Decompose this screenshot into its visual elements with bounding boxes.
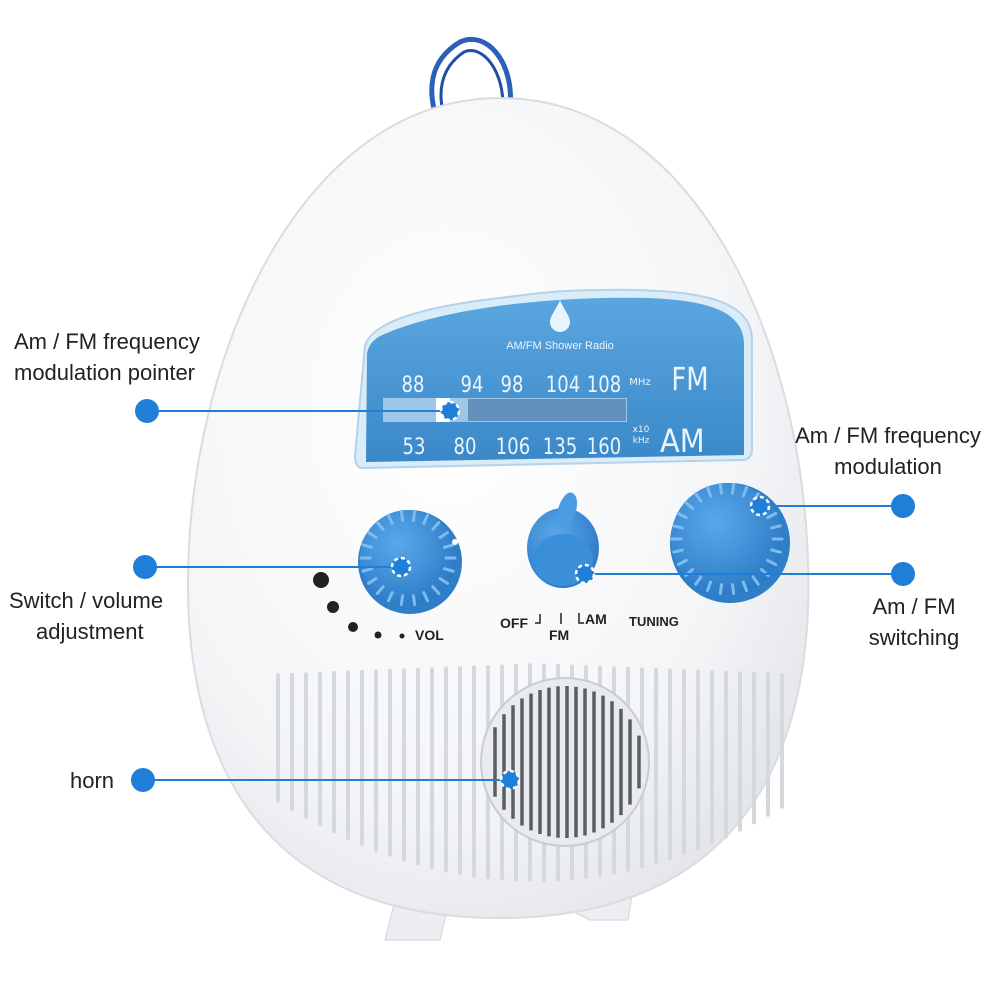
knob-ridge (731, 482, 736, 495)
tuning-display: AM/FM Shower Radio 88 94 98 104 108 MHz FM 5… (353, 288, 753, 470)
knob-ridge (676, 511, 688, 520)
switch-labels: OFF FM AM TUNING (500, 611, 679, 643)
callout-volume-line2: adjustment (36, 619, 144, 644)
leader-lines (143, 410, 903, 781)
knob-ridge (705, 486, 713, 498)
knob-ridge (766, 511, 778, 520)
knob-ridge (361, 543, 374, 549)
callout-tuning-line2: modulation (834, 454, 942, 479)
knob-ridge (411, 594, 417, 607)
callout-volume-line1: Switch / volume (9, 588, 164, 613)
switch-target-marker (574, 563, 596, 585)
switch-off-label: OFF (500, 615, 528, 631)
knob-ridge (438, 577, 450, 585)
switch-am-label: AM (585, 611, 607, 627)
am-unit-bottom: kHz (633, 436, 650, 446)
callout-tuning-line1: Am / FM frequency (795, 423, 981, 448)
knob-ridge (676, 558, 688, 567)
knob-ridge (718, 583, 723, 596)
knob-ridge (718, 482, 723, 495)
knob-ridge (705, 580, 713, 592)
callout-volume: Switch / volume adjustment (9, 585, 163, 647)
am-scale-mark: 53 (403, 433, 426, 459)
tuning-target-marker (749, 495, 771, 517)
am-scale-mark: 80 (454, 433, 477, 459)
fm-scale-mark: 98 (501, 371, 524, 397)
knob-ridge (399, 594, 405, 607)
vol-label: VOL (415, 627, 444, 643)
knob-ridge (731, 583, 736, 596)
knob-ridge (375, 520, 385, 531)
knob-ridge (770, 524, 782, 530)
pointer-target-marker (439, 400, 461, 422)
fm-scale: 88 94 98 104 108 (402, 371, 622, 397)
callout-pointer: Am / FM frequency modulation pointer (14, 326, 200, 388)
callout-switching: Am / FM switching (850, 591, 978, 653)
tuning-label: TUNING (629, 614, 679, 629)
am-scale-mark: 160 (587, 433, 621, 459)
fm-band-label: FM (671, 362, 708, 399)
knob-ridge (751, 575, 760, 586)
knob-ridge (694, 575, 703, 586)
knob-ridge (741, 580, 749, 592)
knob-ridge (442, 567, 455, 573)
knob-ridge (366, 531, 378, 539)
am-scale-mark: 135 (543, 433, 577, 459)
am-scale: 53 80 106 135 160 (403, 433, 622, 459)
knob-ridge (442, 543, 455, 549)
callout-dots (131, 399, 915, 792)
knob-ridge (694, 492, 703, 503)
am-unit-top: x10 (633, 425, 650, 435)
volume-knob[interactable] (358, 509, 462, 614)
callout-pointer-line1: Am / FM frequency (14, 329, 200, 354)
knob-ridge (741, 486, 749, 498)
knob-ridge (431, 585, 441, 596)
switch-fm-label: FM (549, 627, 569, 643)
fm-scale-mark: 88 (402, 371, 425, 397)
knob-ridge (422, 513, 430, 525)
target-markers (390, 400, 771, 791)
callout-horn-line: horn (70, 768, 115, 793)
knob-ridge (770, 548, 782, 554)
knob-ridge (366, 577, 378, 585)
fm-scale-mark: 94 (461, 371, 484, 397)
knob-ridge (386, 591, 394, 603)
am-scale-mark: 106 (496, 433, 530, 459)
knob-ridge (375, 585, 385, 596)
callout-switching-line2: switching (868, 625, 960, 650)
am-band-label: AM (660, 422, 705, 460)
knob-ridge (438, 531, 450, 539)
knob-ridge (766, 558, 778, 567)
knob-ridge (422, 591, 430, 603)
fm-unit: MHz (629, 377, 650, 388)
callout-tuning: Am / FM frequency modulation (782, 420, 994, 482)
knob-ridge (672, 548, 684, 554)
knob-ridge (672, 524, 684, 530)
water-drop-icon (550, 300, 570, 332)
tuning-knob[interactable] (670, 482, 790, 603)
knob-ridge (399, 509, 405, 522)
knob-ridge (386, 513, 394, 525)
horn-target-marker (499, 769, 521, 791)
fm-scale-mark: 108 (587, 371, 621, 397)
callout-horn: horn (70, 765, 114, 796)
brand-label: AM/FM Shower Radio (506, 340, 614, 352)
knob-ridge (684, 501, 695, 510)
knob-ridge (361, 567, 374, 573)
speaker-horn (480, 677, 650, 847)
tuning-window-glass (468, 399, 626, 421)
hanging-cord (429, 36, 514, 129)
volume-level-dots (313, 572, 405, 639)
callout-pointer-line2: modulation pointer (14, 360, 196, 385)
callout-switching-line1: Am / FM (872, 594, 956, 619)
knob-ridge (411, 509, 417, 522)
volume-target-marker (390, 556, 412, 578)
knob-ridge (431, 520, 441, 531)
fm-scale-mark: 104 (546, 371, 580, 397)
